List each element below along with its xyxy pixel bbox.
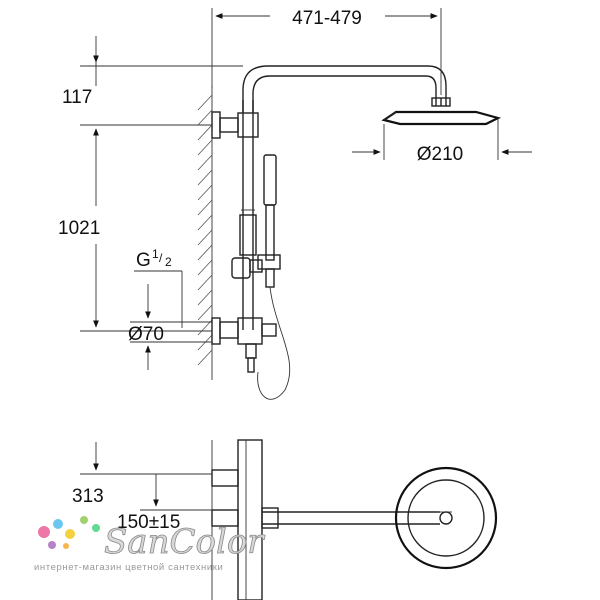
dim-total-height: 1021 [58, 128, 212, 332]
upper-wall-bracket [211, 111, 259, 139]
dim-head-diameter: Ø210 [352, 118, 532, 165]
flange-diameter-label: Ø70 [128, 324, 164, 345]
head-diameter-label: Ø210 [417, 144, 463, 165]
mixer-assembly [211, 317, 277, 373]
watermark-dots [38, 516, 100, 549]
watermark-dot [80, 516, 88, 524]
watermark-dot [92, 524, 100, 532]
total-height-label: 1021 [58, 218, 100, 239]
shower-arm [242, 65, 447, 112]
inlet-plan-lower [211, 509, 239, 527]
riser-plan [237, 439, 263, 600]
dim-centers: 150±15 [117, 474, 212, 533]
thread-callout: G 1 / 2 [134, 247, 183, 328]
dim-projection: 471-479 [211, 8, 442, 95]
wall-hatching [197, 85, 213, 380]
shower-hose [257, 286, 291, 400]
watermark-dot [65, 529, 75, 539]
elevation-view: 471-479 117 1021 G 1 / 2 [58, 8, 532, 400]
thread-main-label: G [136, 250, 151, 271]
slider-holder [231, 257, 263, 279]
inlet-plan-upper [211, 469, 239, 487]
thread-den-label: 2 [165, 255, 172, 269]
head-shower [381, 97, 502, 126]
watermark-dot [53, 519, 63, 529]
plan-view: 313 150±15 [72, 439, 498, 600]
thread-num-label: 1 [152, 247, 159, 261]
watermark-dot [48, 541, 56, 549]
dim-wall-depth: 313 [72, 442, 212, 507]
watermark-dot [63, 543, 69, 549]
watermark-dot [38, 526, 50, 538]
wall-depth-label: 313 [72, 486, 104, 507]
centers-label: 150±15 [117, 512, 180, 533]
dim-flange-diameter: Ø70 [128, 284, 212, 370]
dim-top-height: 117 [62, 36, 243, 126]
projection-label: 471-479 [292, 8, 362, 29]
riser-pipe [239, 100, 257, 330]
thread-slash: / [159, 251, 163, 265]
watermark-logo: SanColor [104, 522, 265, 562]
sancolor-watermark: SanColor интернет-магазин цветной сантех… [34, 516, 266, 573]
hand-shower [257, 154, 281, 288]
head-shower-plan [394, 466, 498, 570]
top-height-label: 117 [62, 87, 92, 108]
watermark-tagline: интернет-магазин цветной сантехники [34, 562, 223, 573]
